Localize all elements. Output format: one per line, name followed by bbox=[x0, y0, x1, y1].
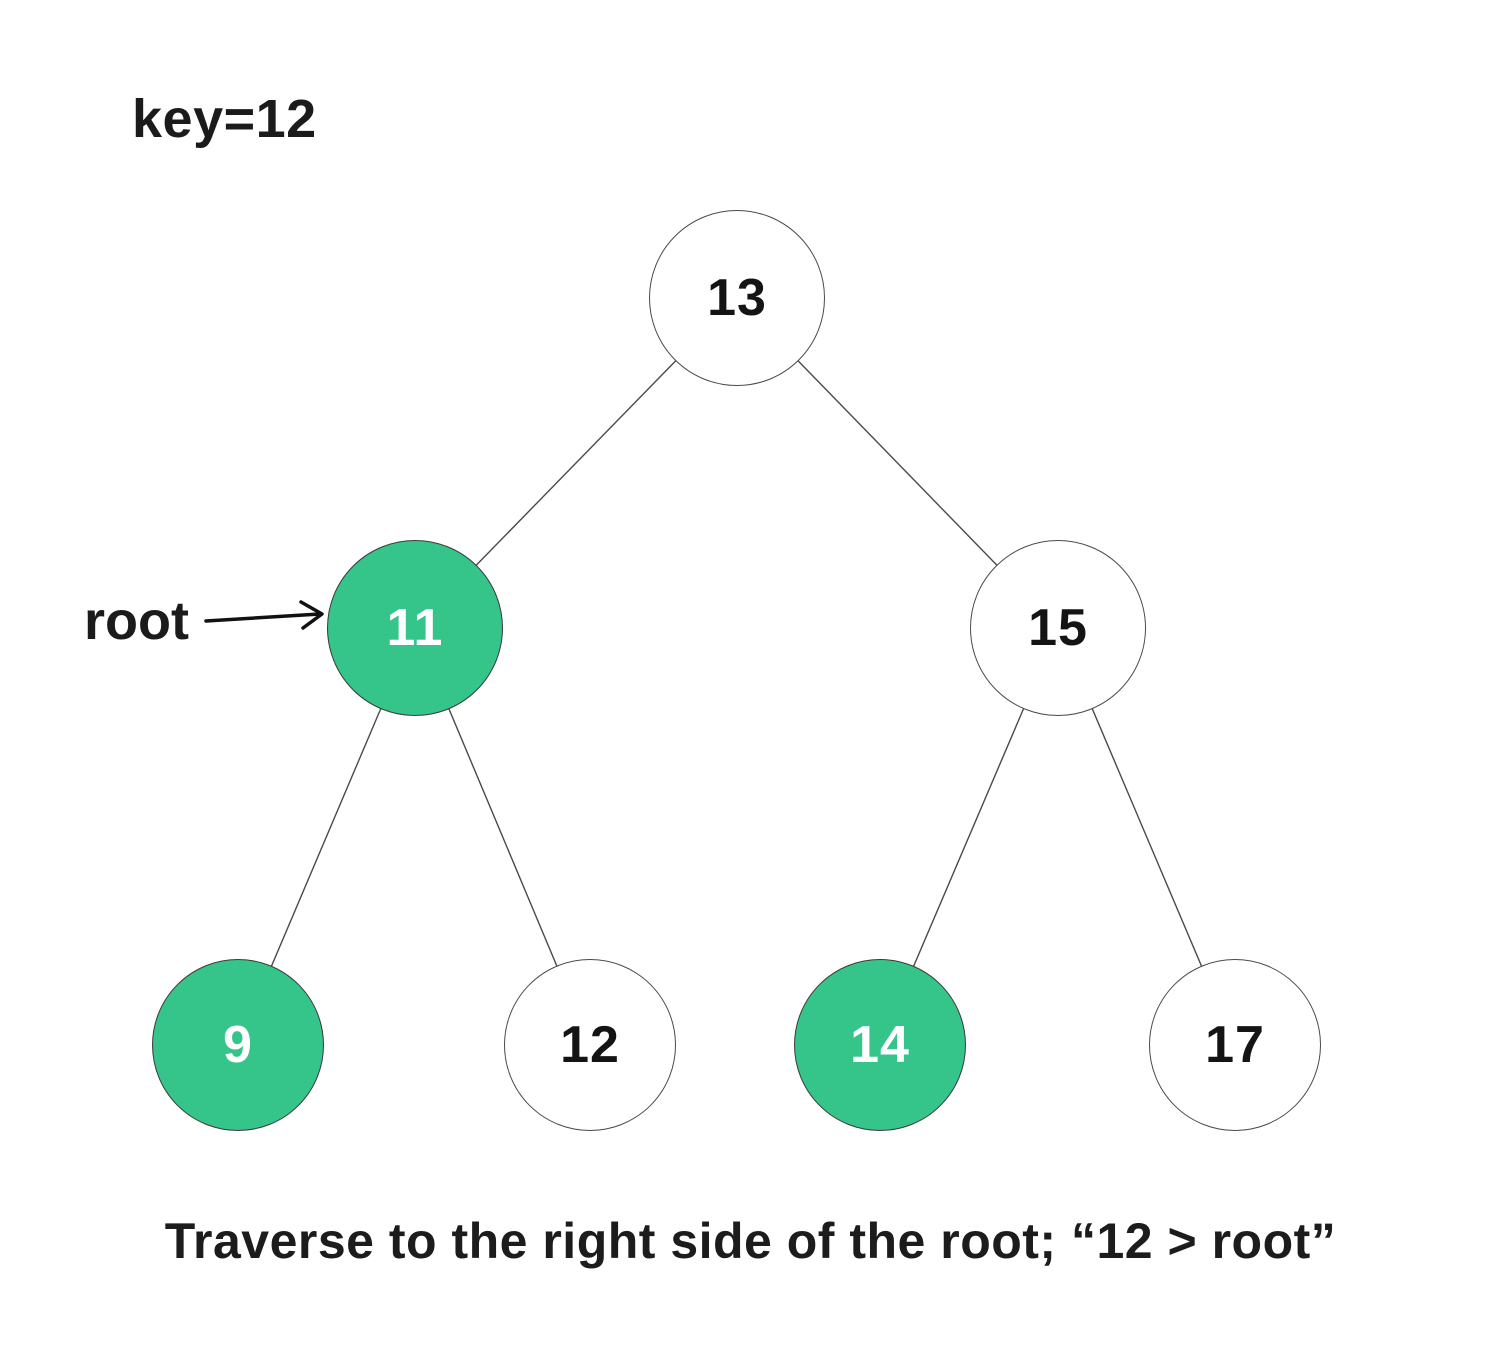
node-value: 12 bbox=[560, 1016, 620, 1074]
tree-node-13: 13 bbox=[649, 210, 825, 386]
tree-node-17: 17 bbox=[1149, 959, 1321, 1131]
root-pointer-label: root bbox=[84, 591, 189, 651]
key-label: key=12 bbox=[132, 89, 317, 149]
tree-node-14: 14 bbox=[794, 959, 966, 1131]
node-value: 11 bbox=[386, 599, 444, 657]
tree-node-11: 11 bbox=[327, 540, 503, 716]
node-value: 13 bbox=[707, 269, 767, 327]
node-value: 15 bbox=[1028, 599, 1088, 657]
tree-node-15: 15 bbox=[970, 540, 1146, 716]
node-value: 9 bbox=[223, 1016, 253, 1074]
node-value: 17 bbox=[1205, 1016, 1265, 1074]
root-arrow-icon bbox=[204, 600, 324, 630]
tree-node-9: 9 bbox=[152, 959, 324, 1131]
node-value: 14 bbox=[850, 1016, 910, 1074]
tree-node-12: 12 bbox=[504, 959, 676, 1131]
caption-text: Traverse to the right side of the root; … bbox=[164, 1213, 1337, 1269]
